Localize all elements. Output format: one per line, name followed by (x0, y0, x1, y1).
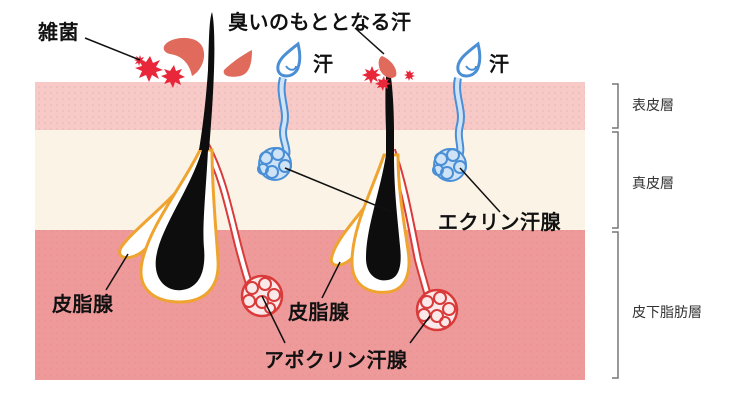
subcutaneous-bracket (612, 231, 619, 379)
leader-odor-sweat (354, 27, 385, 55)
label-sebaceous-right: 皮脂腺 (288, 300, 350, 324)
layer-label-dermis: 真皮層 (632, 176, 674, 192)
label-eccrine-gland: エクリン汗腺 (438, 210, 561, 234)
apocrine-gland-right (415, 288, 459, 332)
odor-sweat-drop-2 (223, 50, 252, 77)
leader-lines (84, 27, 501, 344)
label-apocrine-gland: アポクリン汗腺 (264, 348, 408, 372)
label-sebaceous-left: 皮脂腺 (52, 292, 114, 316)
hair-bulb-left (155, 150, 208, 291)
layer-brackets (612, 83, 619, 379)
bacteria-group-left (134, 55, 185, 88)
bacteria-5 (375, 76, 391, 91)
label-sweat-right: 汗 (489, 52, 510, 76)
eccrine-sweat-drop-right (456, 41, 482, 78)
epidermis-bracket (612, 83, 619, 129)
eccrine-sweat-drop-left (276, 41, 302, 78)
bacteria-group-right (362, 66, 415, 91)
label-sweat-left: 汗 (313, 52, 334, 76)
odor-sweat-drop-3 (378, 56, 397, 78)
dermis-layer (35, 130, 585, 230)
bacteria-6 (404, 70, 415, 81)
bacteria-2 (161, 65, 185, 88)
leader-eccrine-right (459, 167, 501, 213)
leader-apocrine-right (409, 315, 431, 344)
leader-eccrine-left (284, 167, 393, 213)
eccrine-gland-left (257, 76, 292, 181)
leader-apocrine-left (261, 295, 286, 344)
left-hair-follicle (118, 12, 256, 304)
odor-sweat-drop-1 (163, 37, 205, 76)
layer-label-epidermis: 表皮層 (632, 98, 674, 114)
leader-sebaceous-right (321, 261, 341, 299)
bacteria-4 (362, 66, 381, 84)
hair-shaft-left (199, 12, 215, 150)
leader-sebaceous-left (105, 253, 129, 291)
label-odor-sweat: 臭いのもととなる汗 (228, 10, 412, 34)
dermis-bracket (612, 131, 619, 229)
skin-layers (35, 82, 585, 380)
label-bacteria: 雑菌 (38, 20, 79, 44)
eccrine-gland-right (432, 77, 467, 182)
leader-bacteria (84, 37, 141, 61)
layer-label-subcutaneous: 皮下脂肪層 (632, 305, 702, 321)
hair-bulb-right (366, 155, 401, 281)
